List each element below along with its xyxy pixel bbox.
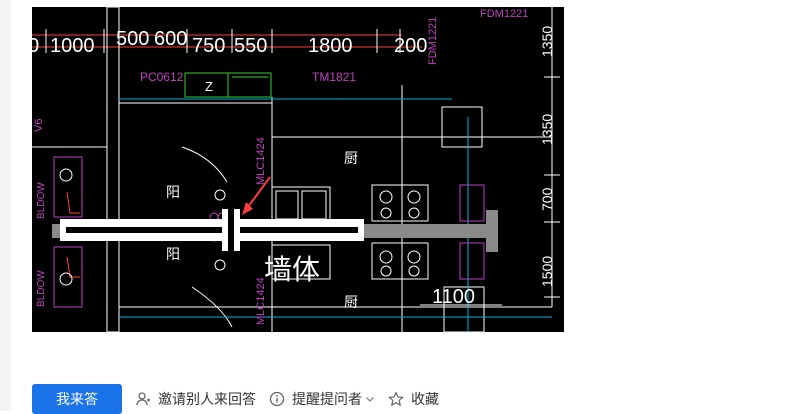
- user-plus-icon: [134, 390, 152, 408]
- door-label-fdm-top: FDM1221: [480, 8, 528, 20]
- left-vertical-1: BLDOW: [36, 182, 47, 219]
- answer-action-bar: 我来答 邀请别人来回答 提醒提问者 收藏: [32, 384, 439, 414]
- mlc-label-top: MLC1424: [255, 137, 267, 185]
- door-label-fdm: FDM1221: [427, 17, 439, 65]
- door-label-tm: TM1821: [312, 70, 356, 84]
- left-vertical-2: BLDOW: [36, 270, 47, 307]
- dim-550: 550: [234, 35, 267, 57]
- wall-label: 墙体: [264, 254, 320, 285]
- dim-750: 750: [192, 35, 225, 57]
- favorite-action[interactable]: 收藏: [387, 389, 439, 409]
- info-circle-icon: [268, 390, 286, 408]
- remind-asker-label: 提醒提问者: [292, 391, 362, 407]
- z-mark: Z: [205, 79, 213, 94]
- dim-1000: 1000: [50, 35, 95, 57]
- chevron-down-icon: [365, 394, 375, 404]
- dim-200: 200: [394, 35, 427, 57]
- dim-1800: 1800: [308, 35, 353, 57]
- left-rail: [0, 0, 11, 411]
- remind-asker-action[interactable]: 提醒提问者: [268, 389, 375, 409]
- left-code: V6: [33, 119, 45, 132]
- dim-right-3: 700: [539, 187, 555, 211]
- door-label-pc: PC0612: [140, 70, 184, 84]
- dim-right-4: 1500: [539, 256, 555, 287]
- mlc-label-bottom: MLC1424: [255, 277, 267, 325]
- dim-600: 600: [154, 28, 187, 50]
- room-kitchen-bottom: 厨: [344, 294, 358, 310]
- favorite-label: 收藏: [411, 391, 439, 407]
- answer-button[interactable]: 我来答: [32, 384, 122, 414]
- room-balcony-bottom: 阳: [166, 246, 180, 262]
- dim-bottom: 1100: [432, 286, 475, 308]
- dim-right-2: 1350: [539, 114, 555, 145]
- room-kitchen-top: 厨: [344, 150, 358, 166]
- cad-floor-plan-image: 0 1000 500 600 750 550 1800 200 1350 135…: [32, 7, 564, 332]
- dim-500: 500: [116, 28, 149, 50]
- invite-answer-action[interactable]: 邀请别人来回答: [134, 389, 256, 409]
- invite-answer-label: 邀请别人来回答: [158, 391, 256, 407]
- dim-right-1: 1350: [539, 26, 555, 57]
- dim-0: 0: [32, 35, 39, 57]
- room-balcony-top: 阳: [166, 184, 180, 200]
- star-icon: [387, 390, 405, 408]
